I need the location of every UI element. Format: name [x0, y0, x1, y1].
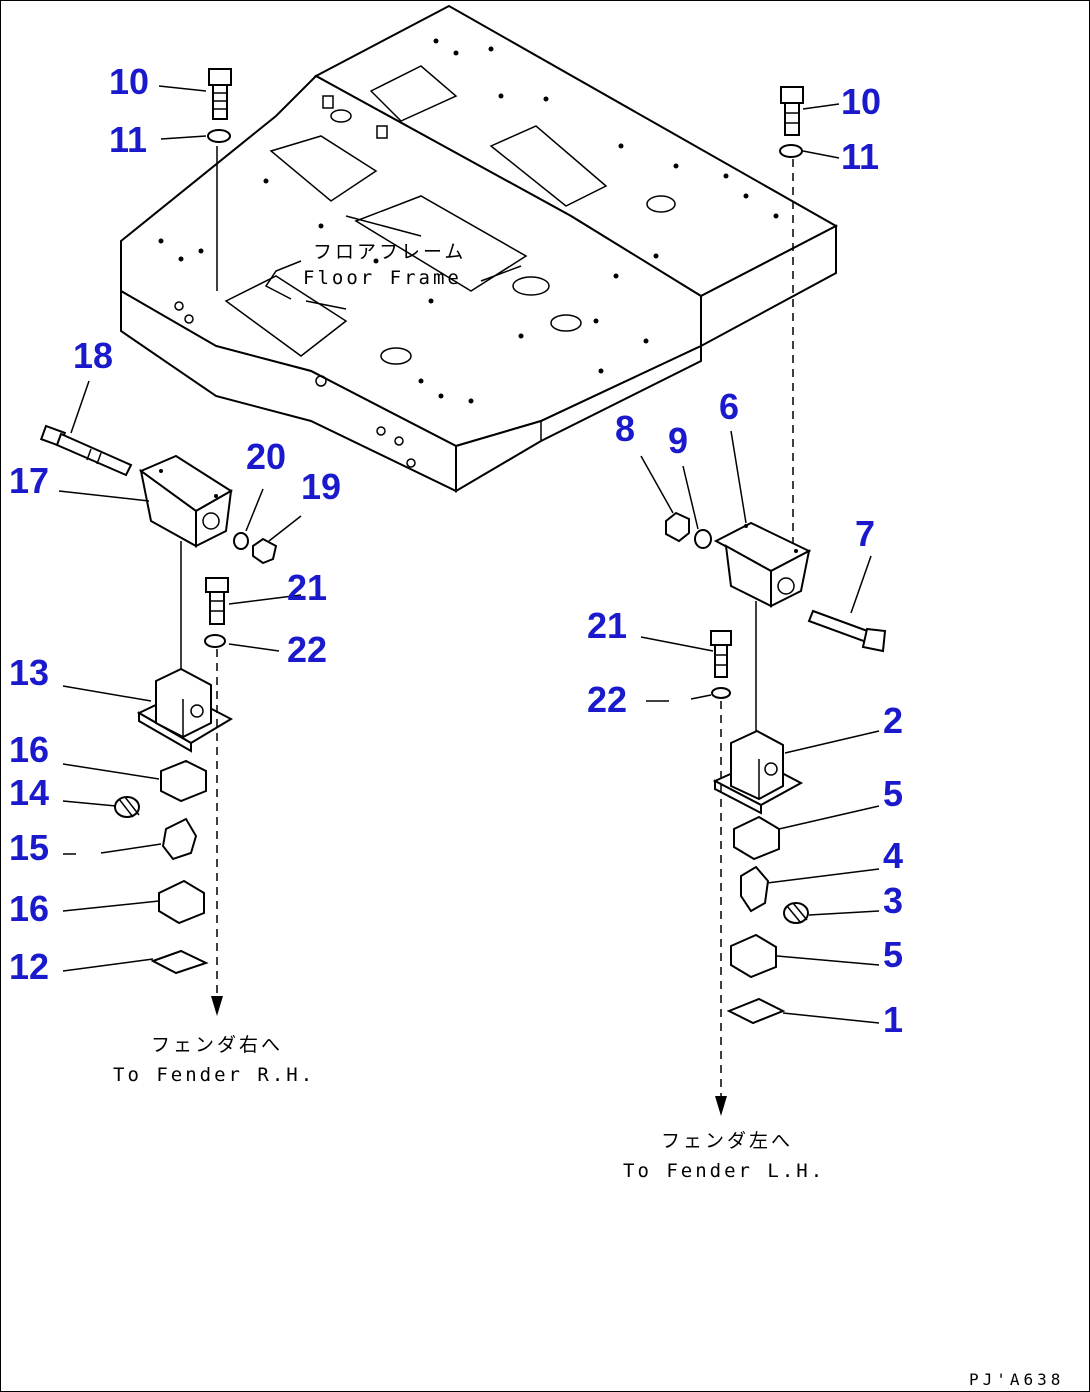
- bolt-21-left: [205, 577, 229, 625]
- callout-12: 12: [9, 946, 49, 987]
- washer-22-left: [204, 634, 226, 648]
- washer-9: [694, 529, 712, 549]
- callout-13: 13: [9, 652, 49, 693]
- callout-18: 18: [73, 335, 113, 376]
- callout-9: 9: [668, 420, 688, 461]
- callout-5-top: 5: [883, 773, 903, 814]
- cushion-16-bottom: [158, 879, 205, 925]
- fender-rh-label-jp: フェンダ右へ: [151, 1034, 283, 1056]
- bolt-21-right: [710, 630, 732, 678]
- washer-20: [233, 532, 249, 550]
- arrow-to-fender-rh: [211, 996, 223, 1016]
- washer-11-left: [207, 129, 231, 143]
- callout-14: 14: [9, 772, 49, 813]
- callout-numbers: 10 11 18 17 20 19 21 22 13 16 14 15 16 1…: [9, 61, 903, 1040]
- spacer-14: [114, 796, 140, 818]
- callout-3: 3: [883, 880, 903, 921]
- bolt-18: [39, 424, 133, 477]
- callout-21-right: 21: [587, 605, 627, 646]
- callout-20: 20: [246, 436, 286, 477]
- floor-frame: [120, 4, 839, 493]
- callout-16-top: 16: [9, 729, 49, 770]
- bracket-17: [138, 454, 233, 548]
- mount-13: [136, 667, 234, 753]
- mount-2: [712, 729, 804, 815]
- callout-6: 6: [719, 386, 739, 427]
- leader-lines: [58, 85, 880, 1024]
- plate-1: [726, 997, 786, 1025]
- plate-12: [150, 949, 209, 975]
- washer-11-right: [779, 144, 803, 158]
- floor-frame-label-en: Floor Frame: [303, 267, 462, 289]
- callout-10-left: 10: [109, 61, 149, 102]
- arrow-to-fender-lh: [715, 1096, 727, 1116]
- nut-8: [665, 511, 690, 543]
- callout-17: 17: [9, 460, 49, 501]
- washer-22-right: [711, 687, 731, 699]
- callout-19: 19: [301, 466, 341, 507]
- callout-11-left: 11: [109, 119, 147, 160]
- callout-1: 1: [883, 999, 903, 1040]
- callout-15: 15: [9, 827, 49, 868]
- cushion-16-top: [160, 759, 207, 803]
- callout-16-bottom: 16: [9, 888, 49, 929]
- stopper-15: [161, 817, 198, 861]
- fender-rh-label-en: To Fender R.H.: [113, 1064, 315, 1086]
- callout-11-right: 11: [841, 136, 879, 177]
- callout-21-left: 21: [287, 567, 327, 608]
- stopper-4: [740, 865, 770, 913]
- drawing-code: PJ'A638: [969, 1370, 1064, 1389]
- callout-7: 7: [855, 513, 875, 554]
- callout-22-left: 22: [287, 629, 327, 670]
- bolt-7: [807, 609, 887, 653]
- callout-10-right: 10: [841, 81, 881, 122]
- fender-lh-label-jp: フェンダ左へ: [661, 1130, 793, 1152]
- callout-8: 8: [615, 408, 635, 449]
- cushion-5-bottom: [730, 933, 777, 979]
- cushion-5-top: [733, 815, 780, 861]
- callout-2: 2: [883, 700, 903, 741]
- callout-22-right: 22: [587, 679, 627, 720]
- bolt-10-left: [208, 68, 232, 120]
- callout-4: 4: [883, 835, 903, 876]
- bolt-10-right: [780, 86, 804, 136]
- nut-19: [252, 537, 278, 565]
- floor-frame-label-jp: フロアフレーム: [313, 241, 466, 263]
- fender-lh-label-en: To Fender L.H.: [623, 1160, 825, 1182]
- callout-5-bottom: 5: [883, 934, 903, 975]
- bracket-6: [713, 521, 812, 608]
- spacer-3: [783, 902, 809, 924]
